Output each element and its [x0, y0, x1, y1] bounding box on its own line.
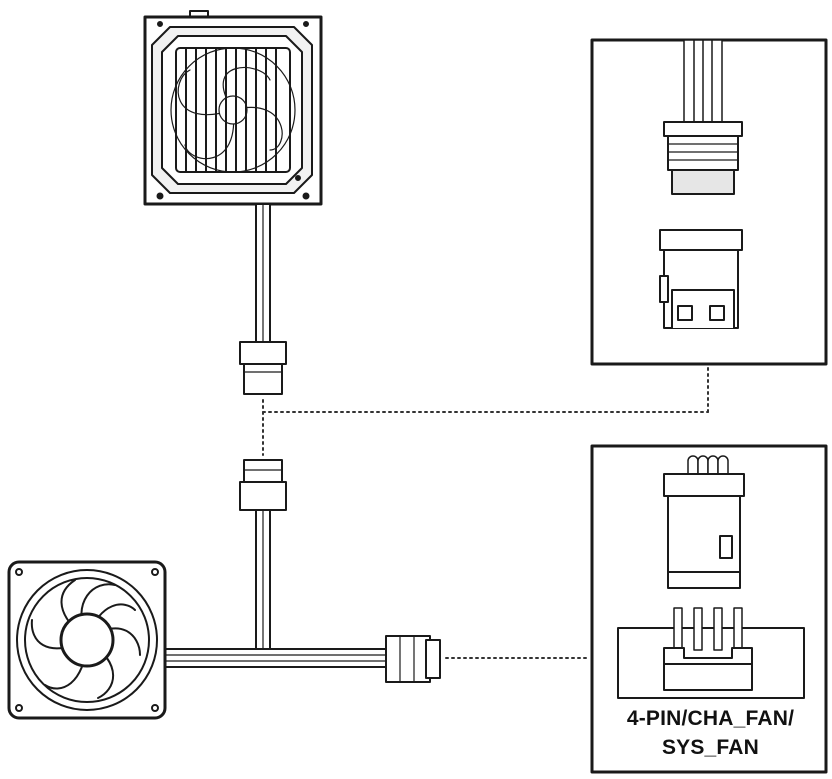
case-fan-icon — [7, 560, 167, 720]
guide-line-top — [262, 367, 709, 456]
splitter-right-connector-icon — [385, 635, 441, 683]
psu-icon — [143, 10, 323, 206]
psu-cable — [255, 203, 271, 343]
splitter-cable-vertical — [255, 509, 271, 651]
psu-connector-detail-box — [590, 38, 828, 366]
fan-header-detail-box — [590, 444, 828, 774]
splitter-cable-horizontal — [159, 648, 389, 668]
psu-connector-icon — [239, 341, 287, 395]
splitter-top-connector-icon — [239, 459, 287, 511]
header-label-line-1: 4-PIN/CHA_FAN/ — [626, 707, 795, 730]
header-label-line-2: SYS_FAN — [661, 736, 760, 759]
